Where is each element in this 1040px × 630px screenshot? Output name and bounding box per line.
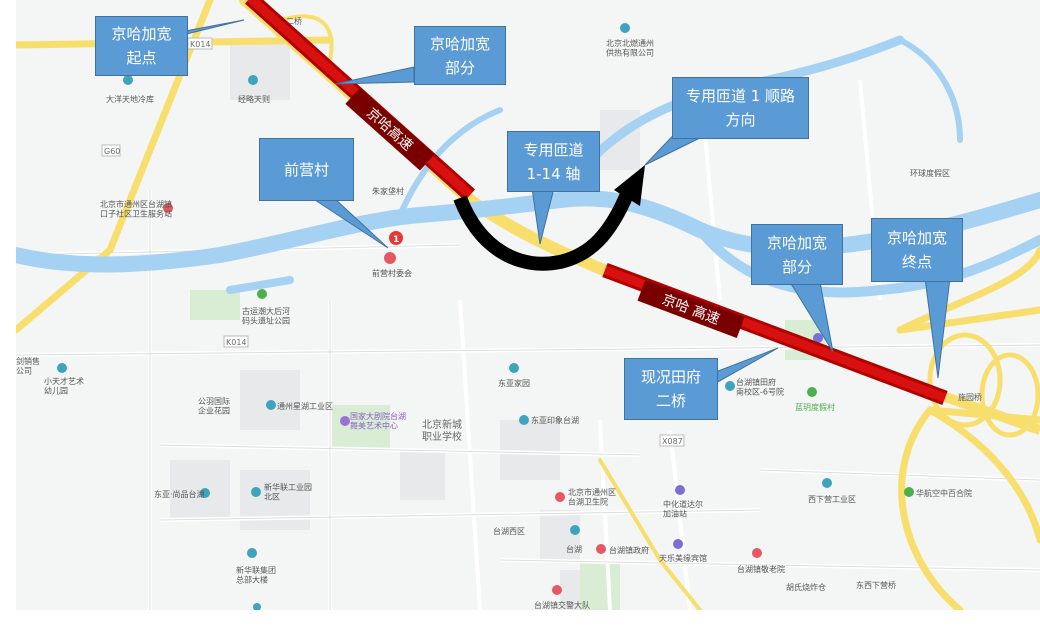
place-label: 台湖镇田府南校区-6号院 (736, 377, 784, 397)
road-code-k014-top: K014 (190, 40, 211, 49)
bottom-margin (0, 610, 1040, 630)
road-code-x087: X087 (662, 437, 683, 446)
place-label: 东西下营桥 (856, 580, 896, 590)
place-label: 东亚印象台湖 (531, 415, 579, 425)
highway-widening-lower: 京哈 高速 (602, 262, 948, 406)
poi-marker-icon (904, 487, 914, 497)
place-label: 朱家垡村 (372, 186, 404, 196)
place-label: 剑销售公司 (16, 356, 40, 376)
callout-widening-lower: 京哈加宽 部分 (751, 224, 843, 285)
place-label: 环球度假区 (910, 168, 950, 178)
place-label: 东亚家园 (498, 378, 530, 388)
poi-marker-icon (673, 539, 683, 549)
qianying-marker-icon: 1 (384, 231, 403, 264)
poi-marker-icon (253, 603, 261, 610)
place-label: 新华联集团总部大楼 (236, 565, 276, 585)
poi-marker-icon (519, 415, 529, 425)
place-label: 前营村委会 (372, 268, 412, 278)
poi-marker-icon (813, 333, 823, 343)
place-label: 北京市通州区台湖卫生院 (568, 487, 616, 507)
poi-marker-icon (555, 492, 565, 502)
place-label: 华航空中百合院 (916, 488, 972, 498)
poi-marker-icon (725, 381, 735, 391)
place-label: 台湖镇敬老院 (737, 564, 785, 574)
place-label: 天乐美缘宾馆 (659, 553, 707, 563)
place-label: 台湖镇政府 (609, 545, 649, 555)
road-code-k014-mid: K014 (226, 338, 247, 347)
poi-marker-icon (248, 75, 258, 85)
poi-marker-icon (200, 488, 210, 498)
place-label: 新华联工业园北区 (264, 482, 312, 502)
place-label: 西下营工业区 (808, 494, 856, 504)
place-label: 东亚·尚品台湖 (154, 489, 205, 499)
poi-marker-icon (57, 363, 67, 373)
poi-marker-icon (247, 548, 257, 558)
poi-marker-icon (596, 544, 606, 554)
base-map: K014 K014 G60 X087 (16, 0, 1040, 610)
place-label: 北京北燃通州供热有限公司 (606, 38, 654, 58)
road-code-g: G60 (104, 147, 120, 156)
poi-marker-icon (509, 363, 519, 373)
place-label: 北京市通州区台湖镇口子社区卫生服务站 (100, 199, 172, 219)
poi-marker-icon (620, 23, 630, 33)
place-label: 二桥 (286, 16, 302, 26)
callout-tianfu-bridge: 现况田府 二桥 (624, 358, 718, 420)
poi-marker-icon (570, 525, 580, 535)
place-label: 国家大剧院台湖舞美艺术中心 (350, 411, 406, 431)
place-label: 台湖镇交警大队 (534, 600, 590, 610)
ramp-arrow (453, 165, 645, 271)
callout-widening-start: 京哈加宽 起点 (95, 16, 188, 76)
callout-qianying: 前营村 (259, 138, 354, 201)
callout-ramp-direction: 专用匝道 1 顺路 方向 (672, 77, 809, 139)
poi-marker-icon (807, 387, 817, 397)
place-label: 大洋天地冷库 (106, 94, 154, 104)
svg-text:1: 1 (393, 235, 399, 245)
place-label: 北京新城职业学校 (422, 418, 462, 443)
callout-ramp-axis: 专用匝道 1-14 轴 (507, 131, 600, 192)
poi-marker-icon (822, 478, 832, 488)
poi-marker-icon (163, 203, 173, 213)
place-label: 经略天则 (238, 94, 270, 104)
place-label: 公羽国际企业花园 (198, 397, 230, 416)
poi-marker-icon (552, 585, 562, 595)
place-label: 台湖西区 (493, 526, 525, 536)
callout-pointers (147, 19, 951, 393)
poi-marker-icon (752, 548, 762, 558)
place-label: 台湖 (566, 544, 582, 554)
callout-widening-upper: 京哈加宽 部分 (414, 26, 506, 85)
place-label: 中化道达尔加油站 (663, 499, 703, 519)
highway-widening-upper: 京哈高速 (244, 0, 476, 201)
poi-marker-icon (251, 487, 261, 497)
poi-marker-icon (266, 400, 276, 410)
poi-marker-icon (123, 75, 133, 85)
poi-marker-icon (675, 485, 685, 495)
callout-widening-end: 京哈加宽 终点 (871, 218, 963, 282)
place-label: 古运潮大后河码头遗址公园 (242, 306, 290, 326)
place-label: 通州星湖工业区 (277, 401, 333, 411)
place-label: 施园桥 (958, 392, 982, 402)
place-label: 胡氏烧炸仓 (786, 582, 826, 592)
poi-marker-icon (257, 289, 267, 299)
place-label: 蓝玥度假村 (795, 402, 835, 412)
place-label: 小天才艺术幼儿园 (44, 376, 84, 396)
poi-marker-icon (340, 416, 350, 426)
